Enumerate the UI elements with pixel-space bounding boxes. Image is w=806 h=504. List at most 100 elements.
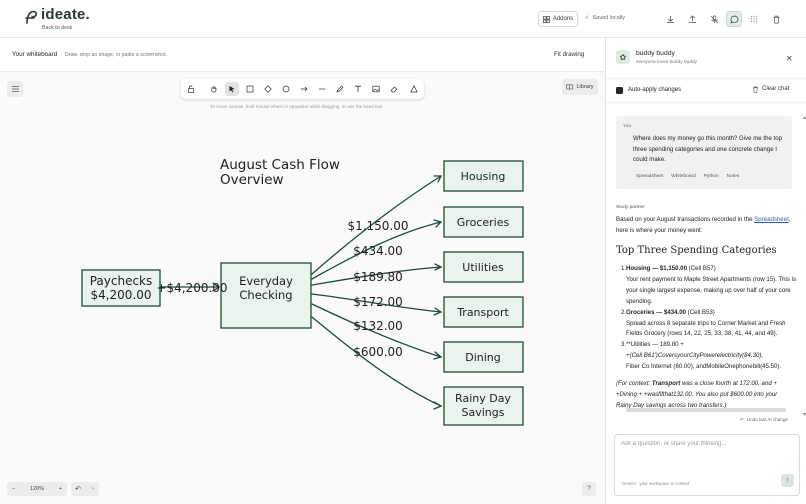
chat-header (606, 38, 806, 79)
flow-arrow-housing (311, 175, 442, 275)
trash-icon (753, 86, 758, 93)
zoom-control: − 120% + (7, 482, 67, 496)
item-line: Fiber Co Internet (60.00), andMobileOnep… (626, 363, 782, 371)
undo-icon[interactable]: ↶ (75, 486, 81, 493)
tool-select[interactable] (225, 82, 239, 96)
undo-last-ai-change-button[interactable]: ↶ Undo last AI change (740, 417, 788, 423)
spreadsheet-link[interactable]: Spreadsheet (754, 216, 789, 223)
horizontal-scrollbar[interactable] (616, 408, 798, 412)
checking-label-2: Checking (239, 288, 292, 302)
clear-chat-button[interactable]: Clear chat (752, 86, 789, 93)
tool-eraser[interactable] (387, 82, 401, 96)
buddy-tagline: everyone loves buddy buddy (636, 60, 698, 65)
chat-bubble-icon (729, 15, 739, 24)
zoom-level[interactable]: 120% (29, 486, 45, 492)
hamburger-icon (11, 86, 19, 92)
context-text: +Dining + +wasfifthat132.00. You also pu… (616, 390, 778, 398)
savings-box (443, 386, 524, 426)
help-button[interactable]: ? (582, 482, 596, 496)
tool-more-shapes[interactable] (407, 82, 421, 96)
category-savings-line1: Rainy Day (455, 392, 511, 405)
intro-text: Based on your August transactions record… (616, 216, 755, 223)
scrollbar-thumb[interactable] (626, 408, 786, 412)
tool-lock[interactable] (184, 82, 198, 96)
logo-text: ideate. (41, 6, 90, 23)
canvas-menu-button[interactable] (7, 81, 23, 97)
flow-amount-housing: $1,150.00 (347, 219, 408, 233)
context-bold: Transport (651, 380, 681, 387)
user-label: You (623, 124, 632, 129)
item-cell: (Cell B53) (685, 308, 715, 316)
library-button[interactable]: Library (562, 79, 598, 95)
download-button[interactable] (662, 11, 678, 27)
fit-drawing-button[interactable]: Fit drawing (554, 51, 585, 58)
item-title: Groceries (626, 308, 655, 316)
apps-button[interactable] (746, 11, 762, 27)
flow-arrow-dining (311, 303, 442, 358)
buddy-name: buddy buddy (636, 50, 675, 57)
tool-text[interactable] (351, 82, 365, 96)
spending-list: 1. Housing — $1,150.00 (Cell B57) Your r… (616, 264, 798, 373)
checking-label: Everyday (239, 274, 293, 288)
top-bar: ideate. Back to desk Addons ✓ Saved loca… (0, 0, 806, 38)
delete-button[interactable] (768, 11, 784, 27)
context-text: (For context: (616, 380, 652, 387)
hand-icon (210, 86, 217, 93)
grid-icon (542, 15, 550, 23)
flow-amount-groceries: $434.00 (353, 244, 403, 258)
upload-button[interactable] (684, 11, 700, 27)
flow-amount-utilities: $189.80 (353, 270, 403, 284)
context-chips: Spreadsheet Whiteboard Python Notes (636, 174, 739, 179)
mute-button[interactable] (706, 11, 722, 27)
close-chat-button[interactable]: ✕ (786, 54, 793, 63)
addons-button[interactable]: Addons (538, 11, 578, 27)
tool-arrow[interactable] (297, 82, 311, 96)
saved-status-text: Saved locally (592, 15, 626, 21)
user-message-text: Where does my money go this month? Give … (633, 135, 783, 164)
tool-diamond[interactable] (261, 82, 275, 96)
tool-hand[interactable] (207, 82, 221, 96)
lock-open-icon (188, 85, 194, 93)
clear-chat-label: Clear chat (762, 86, 790, 92)
tool-image[interactable] (369, 82, 383, 96)
redo-icon[interactable]: ↷ (89, 486, 95, 493)
back-to-desk-link[interactable]: Back to desk (42, 25, 73, 31)
chat-input[interactable] (621, 441, 791, 463)
item-amount: — $434.00 (654, 308, 686, 316)
upload-icon (688, 14, 696, 23)
addons-label: Addons (552, 16, 574, 22)
context-text: was a close fourth at 172.00, and + (680, 380, 777, 387)
auto-apply-checkbox[interactable] (616, 87, 623, 94)
tool-rectangle[interactable] (243, 82, 257, 96)
tool-draw[interactable] (333, 82, 347, 96)
whiteboard-title: Your whiteboard (12, 51, 58, 58)
canvas-hint: To move canvas, hold mouse wheel or spac… (210, 104, 383, 109)
item-line: +(Cell B61')CoversyourCityPowerelectrici… (626, 352, 764, 360)
assistant-heading: Top Three Spending Categories (616, 245, 777, 256)
tool-line[interactable] (315, 82, 329, 96)
flow-amount-transport: $172.00 (353, 295, 403, 309)
whiteboard-hint: Draw, drop an image, or paste a screensh… (65, 52, 168, 58)
context-chip[interactable]: Python (703, 174, 719, 179)
assistant-intro: Based on your August transactions record… (616, 215, 798, 236)
category-utilities: Utilities (462, 261, 504, 274)
paychecks-box (81, 269, 161, 307)
item-amount: — $1,150.00 (650, 265, 687, 272)
paychecks-amount: $4,200.00 (90, 288, 151, 302)
context-chip[interactable]: Spreadsheet (636, 174, 664, 179)
close-icon: ✕ (786, 54, 793, 63)
check-icon: ✓ (585, 15, 590, 21)
zoom-in-button[interactable]: + (58, 486, 62, 492)
cash-flow-diagram[interactable]: August Cash Flow Overview Paychecks $4,2… (0, 72, 605, 504)
flow-arrow-groceries (311, 221, 442, 280)
context-chip[interactable]: Whiteboard (671, 174, 696, 179)
tool-ellipse[interactable] (279, 82, 293, 96)
send-button[interactable]: ↑ (781, 474, 794, 487)
drawing-canvas[interactable]: August Cash Flow Overview Paychecks $4,2… (0, 72, 605, 504)
zoom-out-button[interactable]: − (12, 486, 16, 492)
chat-toggle-button[interactable] (726, 11, 742, 27)
context-chip[interactable]: Notes (726, 174, 740, 179)
chat-panel: ✿ buddy buddy everyone loves buddy buddy… (605, 38, 806, 504)
list-item: 1. Housing — $1,150.00 (Cell B57) Your r… (621, 265, 797, 305)
image-icon (372, 85, 380, 93)
